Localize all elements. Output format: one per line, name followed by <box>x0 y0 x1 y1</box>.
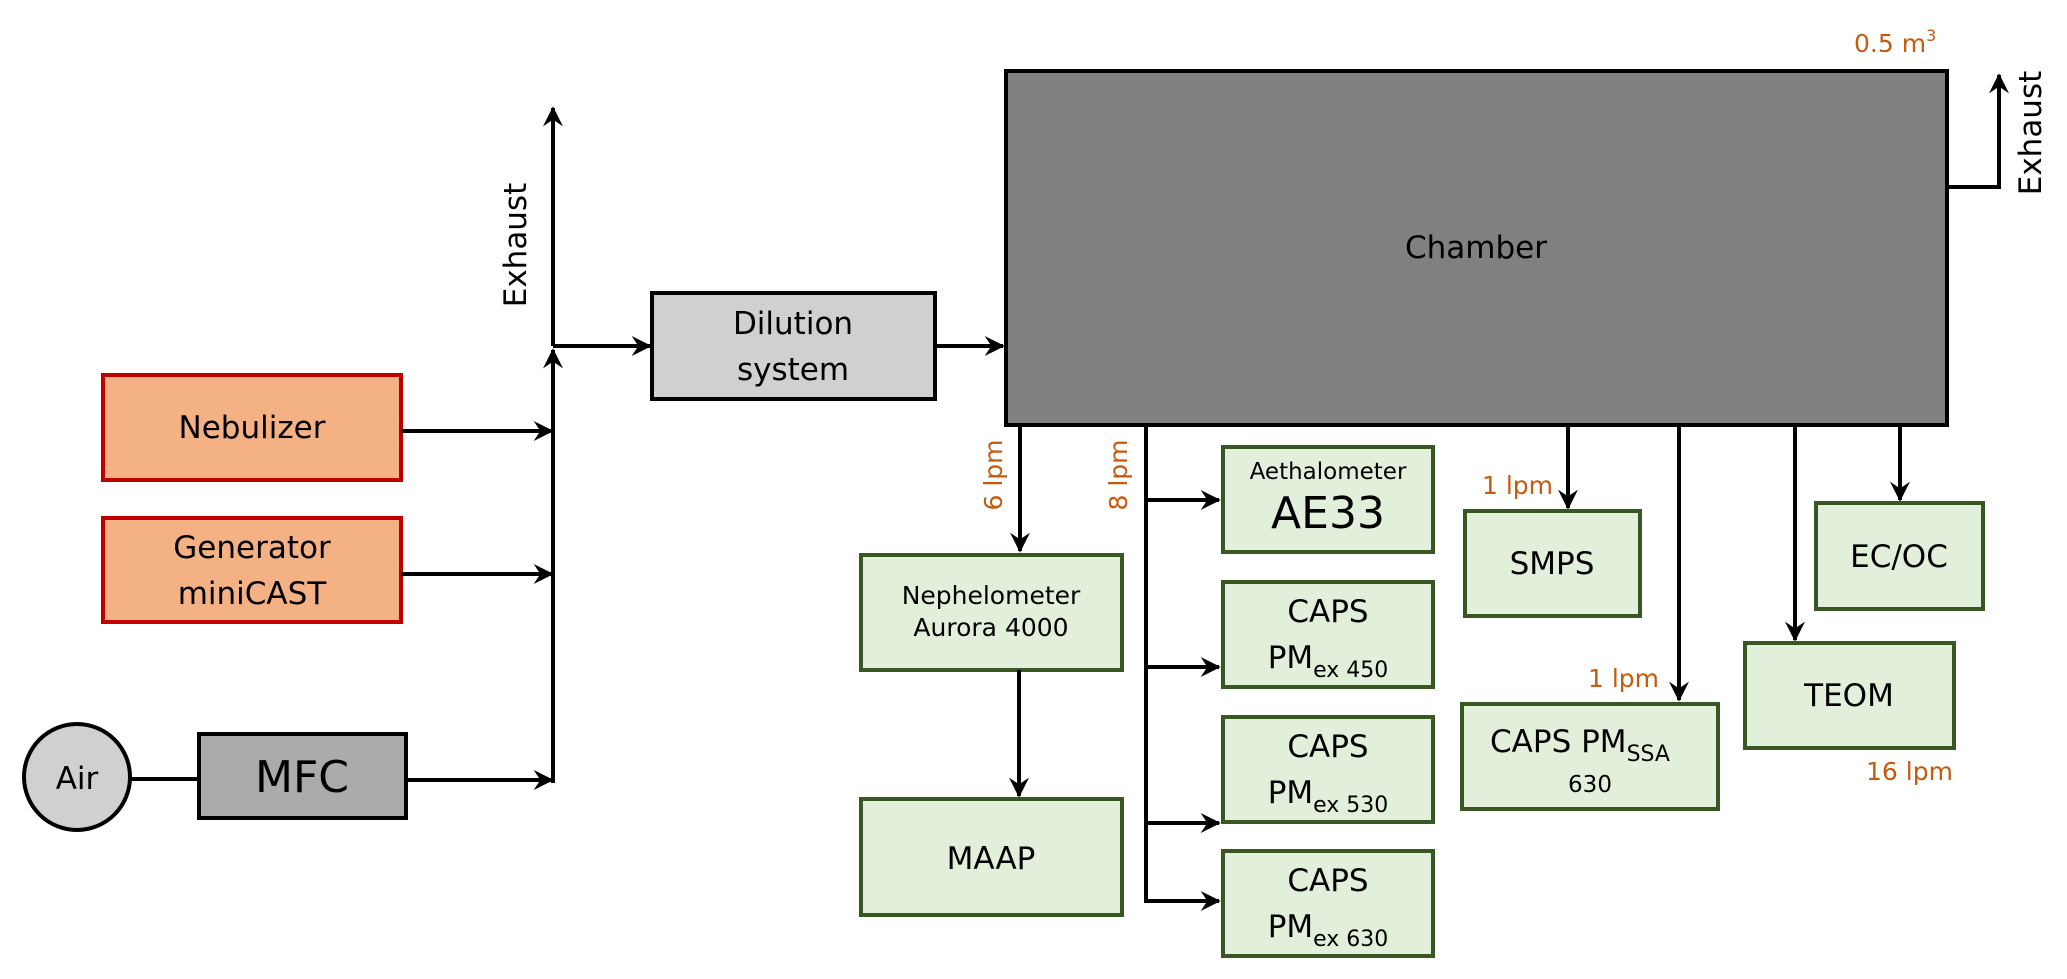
chamber-volume-value: 0.5 m <box>1854 29 1926 58</box>
caps-ssa-node: CAPS PMSSA 630 <box>1460 702 1720 811</box>
maap-node: MAAP <box>859 797 1124 917</box>
generator-label-line2: miniCAST <box>178 576 328 612</box>
chamber-box <box>1004 69 1949 427</box>
caps450-sub: ex 450 <box>1313 658 1388 683</box>
teom-flow-label: 16 lpm <box>1866 757 1953 786</box>
mfc-box <box>197 732 408 820</box>
generator-node: Generator miniCAST <box>101 516 403 624</box>
smps-flow-label: 1 lpm <box>1482 471 1553 500</box>
maap-label: MAAP <box>947 841 1036 877</box>
dilution-box <box>650 291 937 401</box>
nephelometer-label-line1: Nephelometer <box>902 581 1081 610</box>
caps450-node: CAPS PMex 450 <box>1221 580 1435 689</box>
nebulizer-node: Nebulizer <box>101 373 403 482</box>
caps530-label-line2: PMex 530 <box>1268 775 1389 818</box>
chamber-volume: 0.5 m3 <box>1854 26 1936 58</box>
smps-box <box>1463 509 1642 618</box>
mfc-label: MFC <box>255 752 349 803</box>
mfc-node: MFC <box>197 732 408 820</box>
ecoc-label: EC/OC <box>1850 539 1948 575</box>
aethalometer-box <box>1221 445 1435 554</box>
caps450-main: PM <box>1268 640 1313 676</box>
caps630-label-line1: CAPS <box>1287 863 1368 899</box>
teom-label: TEOM <box>1803 678 1894 714</box>
caps630-box <box>1221 849 1435 958</box>
caps450-label-line1: CAPS <box>1287 594 1368 630</box>
aethalometer-label-line2: AE33 <box>1271 488 1385 539</box>
ecoc-box <box>1814 501 1985 611</box>
caps450-label-line2: PMex 450 <box>1268 640 1389 683</box>
chamber-volume-exponent: 3 <box>1926 26 1936 45</box>
caps-ssa-flow-label: 1 lpm <box>1588 664 1659 693</box>
aethalometer-label-line1: Aethalometer <box>1250 459 1407 485</box>
caps630-main: PM <box>1268 909 1313 945</box>
caps-branch-flow-label: 8 lpm <box>1104 439 1133 510</box>
nephelometer-box <box>859 553 1124 672</box>
caps530-box <box>1221 715 1435 824</box>
caps-ssa-sub: SSA <box>1627 742 1670 767</box>
caps530-sub: ex 530 <box>1313 793 1388 818</box>
maap-box <box>859 797 1124 917</box>
chamber-label: Chamber <box>1405 230 1547 266</box>
caps530-main: PM <box>1268 775 1313 811</box>
generator-box <box>101 516 403 624</box>
caps530-label-line1: CAPS <box>1287 729 1368 765</box>
exhaust-right-label: Exhaust <box>2013 71 2049 196</box>
exhaust-left-label: Exhaust <box>498 183 534 308</box>
smps-label: SMPS <box>1510 546 1595 582</box>
caps-ssa-label-line1: CAPS PMSSA <box>1490 724 1670 767</box>
caps-ssa-label-line2: 630 <box>1568 772 1612 798</box>
caps-branch-line <box>1144 425 1221 911</box>
exhaust-right-arrow <box>1947 73 2009 189</box>
air-node: Air <box>22 722 132 832</box>
generator-label-line1: Generator <box>173 530 331 566</box>
air-label: Air <box>56 761 99 797</box>
caps450-box <box>1221 580 1435 689</box>
dilution-label-line2: system <box>737 352 849 388</box>
dilution-node: Dilution system <box>650 291 937 401</box>
smps-node: SMPS <box>1463 509 1642 618</box>
aethalometer-node: Aethalometer AE33 <box>1221 445 1435 554</box>
nephelometer-label-line2: Aurora 4000 <box>913 613 1068 642</box>
nebulizer-label: Nebulizer <box>179 410 326 446</box>
caps630-sub: ex 630 <box>1313 927 1388 952</box>
teom-node: TEOM <box>1743 641 1956 750</box>
neph-flow-label: 6 lpm <box>979 439 1008 510</box>
nephelometer-node: Nephelometer Aurora 4000 <box>859 553 1124 672</box>
teom-box <box>1743 641 1956 750</box>
dilution-label-line1: Dilution <box>733 306 853 342</box>
nebulizer-box <box>101 373 403 482</box>
caps-ssa-main: CAPS PM <box>1490 724 1627 760</box>
caps630-label-line2: PMex 630 <box>1268 909 1389 952</box>
ecoc-node: EC/OC <box>1814 501 1985 611</box>
caps-ssa-box <box>1460 702 1720 811</box>
chamber-node: Chamber <box>1004 69 1949 427</box>
caps530-node: CAPS PMex 530 <box>1221 715 1435 824</box>
caps630-node: CAPS PMex 630 <box>1221 849 1435 958</box>
